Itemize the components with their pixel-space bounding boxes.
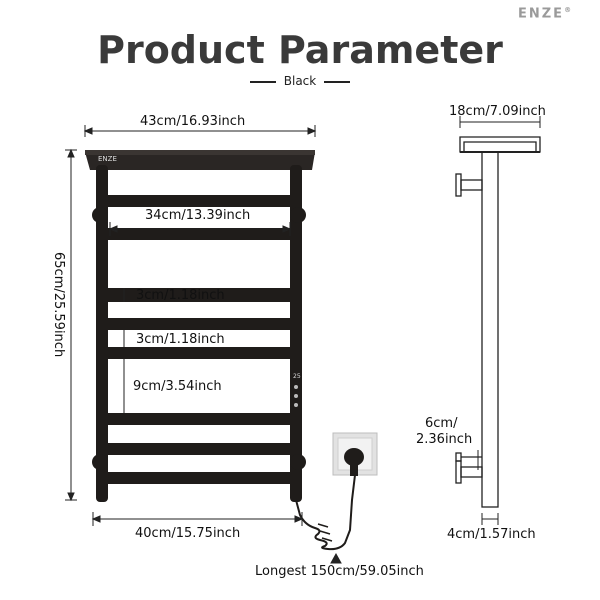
color-variant-label: Black — [283, 74, 317, 88]
temperature-display: 25 — [293, 373, 301, 380]
brand-logo: ENZE® — [518, 6, 572, 22]
side-bracket-mid — [455, 452, 462, 462]
mount-knob-bl — [92, 454, 108, 470]
bar-8 — [108, 472, 290, 484]
dimension-cable-length: Longest 150cm/59.05inch — [255, 564, 424, 579]
bar-6 — [108, 413, 290, 425]
dimension-total-width: 43cm/16.93inch — [140, 114, 246, 129]
side-post — [481, 151, 499, 508]
top-shelf — [85, 152, 315, 170]
dimension-bar-gap-1: 3cm/1.18inch — [136, 288, 225, 303]
towel-rack-front-view — [85, 150, 315, 502]
dimension-depth: 18cm/7.09inch — [449, 104, 546, 119]
bar-5 — [108, 347, 290, 359]
bar-2 — [108, 228, 290, 240]
side-bracket-bottom — [455, 460, 462, 484]
side-bracket-top — [455, 173, 462, 197]
mount-knob-br — [290, 454, 306, 470]
bar-7 — [108, 443, 290, 455]
wall-socket — [332, 432, 378, 476]
side-shelf — [459, 136, 541, 153]
side-view — [455, 116, 541, 525]
dimension-base-width: 40cm/15.75inch — [135, 526, 241, 541]
dimension-bracket-spacing-1: 6cm/ — [425, 416, 458, 431]
shelf-lip — [85, 150, 315, 155]
right-post — [290, 165, 302, 502]
control-button-1 — [294, 385, 298, 389]
dimension-lines-front — [65, 125, 342, 564]
dimension-bracket-spacing-2: 2.36inch — [416, 432, 473, 447]
cable-arrow-icon — [330, 552, 342, 564]
bar-4 — [108, 318, 290, 330]
subtitle: Black — [0, 74, 600, 88]
dimension-bar-gap-2: 3cm/1.18inch — [136, 332, 225, 347]
rack-logo: ENZE — [98, 155, 117, 163]
control-button-2 — [294, 394, 298, 398]
dimension-bar-gap-3: 9cm/3.54inch — [133, 379, 222, 394]
page-title: Product Parameter — [97, 28, 503, 72]
bar-3 — [108, 288, 290, 302]
plug-icon — [344, 448, 364, 466]
mount-knob-tr — [290, 207, 306, 223]
mount-knob-tl — [92, 207, 108, 223]
dimension-inner-width: 34cm/13.39inch — [145, 208, 251, 223]
bar-1 — [108, 195, 290, 207]
control-button-3 — [294, 403, 298, 407]
power-cable — [295, 474, 356, 551]
dimension-post-width: 4cm/1.57inch — [447, 527, 536, 542]
dimension-height: 65cm/25.59inch — [51, 252, 66, 358]
left-post — [96, 165, 108, 502]
